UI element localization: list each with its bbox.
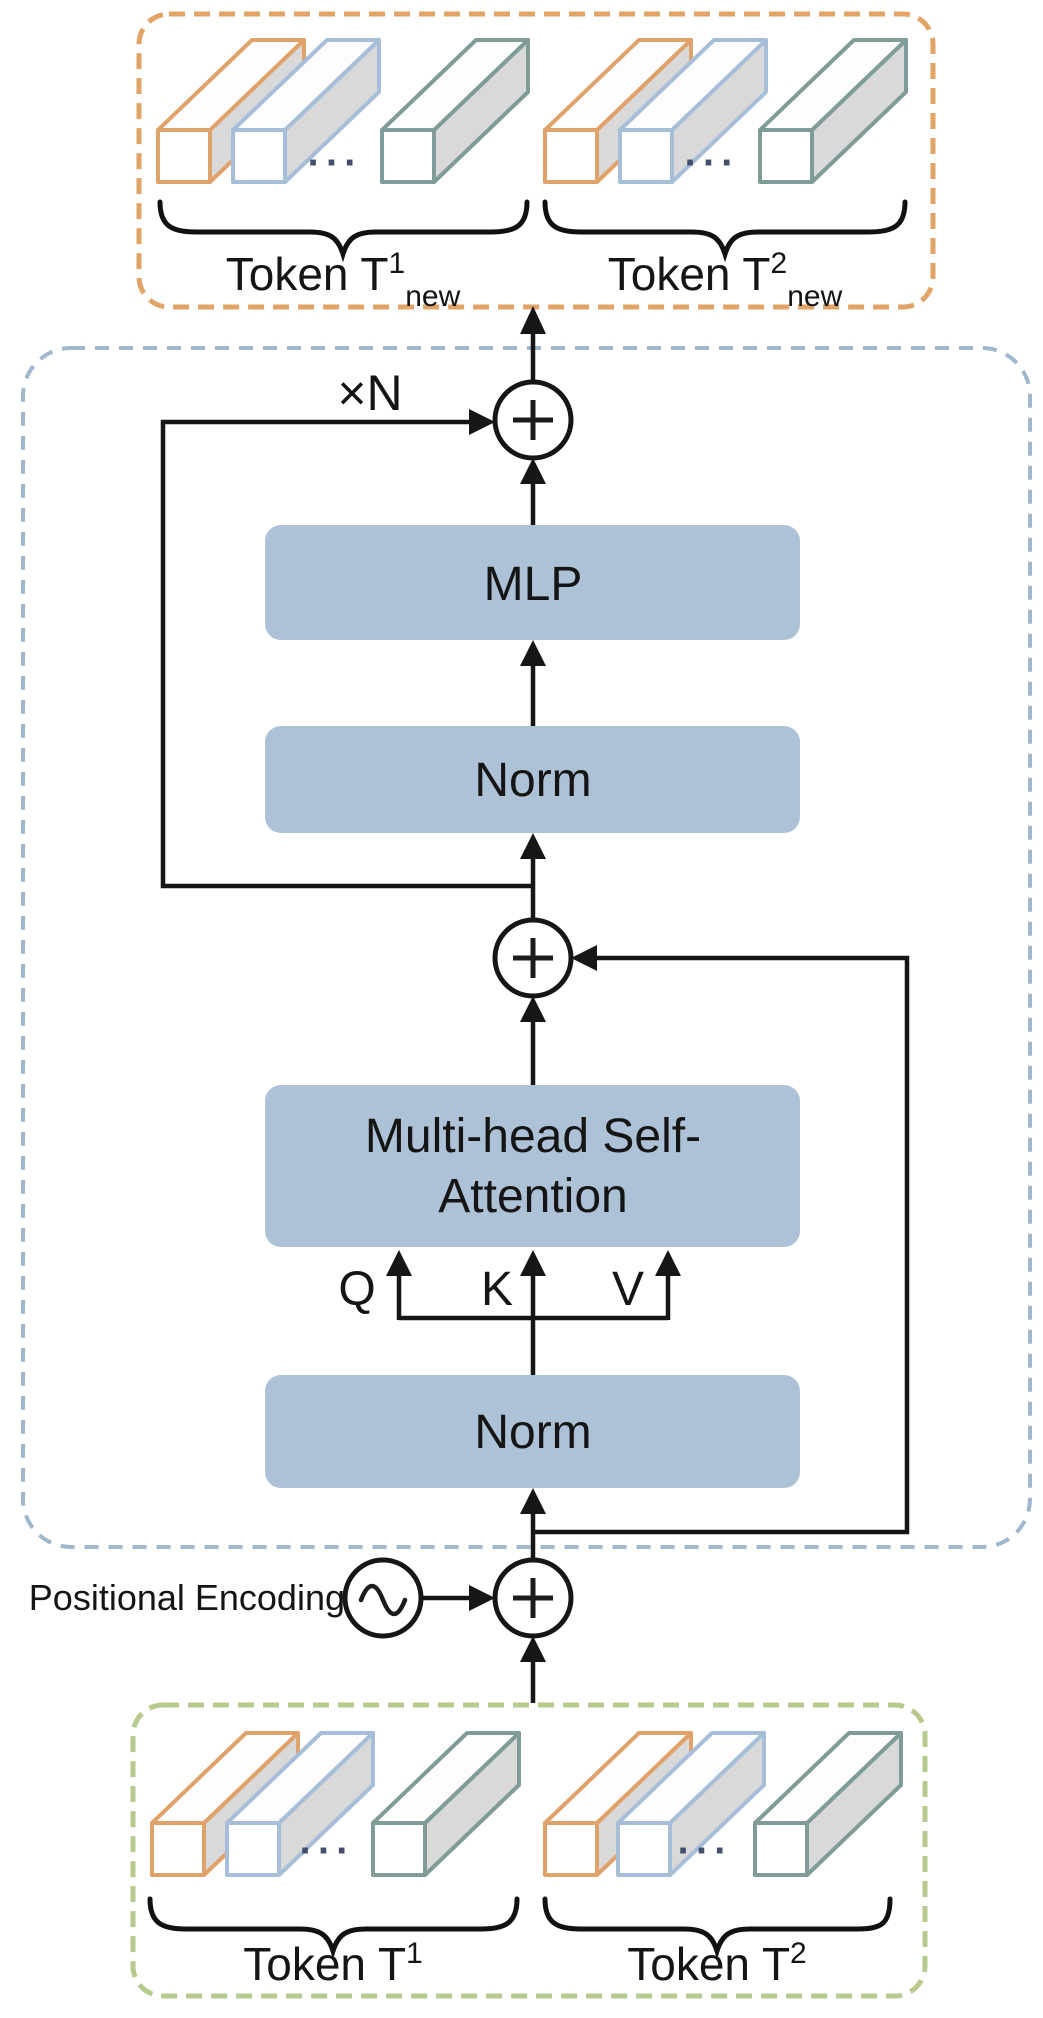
arrowhead: [571, 945, 597, 971]
residual-left-line: [160, 419, 533, 889]
token-bar-teal: [380, 38, 530, 184]
residual-right-line: [533, 955, 910, 1535]
add-circle-positional: [492, 1557, 574, 1639]
msa-block: [265, 1085, 800, 1247]
brace: [542, 1896, 893, 1960]
ellipsis: ···: [300, 1829, 355, 1873]
norm-bottom-label: Norm: [474, 1406, 591, 1459]
mlp-block: [265, 525, 800, 640]
output-token-label-2: Token T2new: [608, 247, 843, 313]
encoder-box: ×N MLP Norm: [21, 306, 1032, 1560]
add-circle-middle: [492, 917, 574, 999]
arrowhead: [469, 1585, 495, 1611]
output-token-group-1: ··· Token T1new: [156, 38, 530, 313]
token-bar-teal: [753, 1731, 903, 1877]
arrowhead: [520, 458, 546, 484]
encoder-box-border: [21, 346, 1032, 1549]
msa-label-line2: Attention: [438, 1170, 627, 1223]
arrowhead: [520, 833, 546, 859]
norm-top-block: [265, 726, 800, 833]
arrowhead: [386, 1250, 412, 1276]
v-label: V: [612, 1263, 644, 1316]
token-bar-teal: [758, 38, 908, 184]
ellipsis: ···: [685, 141, 740, 185]
k-label: K: [481, 1263, 513, 1316]
arrowhead: [520, 640, 546, 666]
input-token-box: ··· Token T1 ··· Token T2: [130, 1702, 928, 1999]
token-bar-teal: [371, 1731, 521, 1877]
arrowhead: [520, 306, 546, 334]
sine-circle-icon: [342, 1557, 424, 1639]
repeat-label: ×N: [337, 365, 402, 421]
brace: [147, 1896, 520, 1960]
output-token-group-2: ··· Token T2new: [542, 38, 908, 313]
positional-encoding-label: Positional Encoding: [29, 1577, 345, 1618]
arrowhead: [520, 1250, 546, 1276]
arrowhead: [520, 996, 546, 1022]
positional-encoding-row: Positional Encoding: [29, 1557, 574, 1703]
input-token-label-1: Token T1: [243, 1937, 422, 1990]
ellipsis: ···: [308, 141, 363, 185]
output-token-box: ··· Token T1new ··· Token T2new: [136, 11, 936, 313]
input-token-group-2: ··· Token T2: [542, 1731, 903, 1990]
arrowhead: [520, 1636, 546, 1662]
brace: [157, 199, 530, 263]
output-token-label-1: Token T1new: [226, 247, 461, 313]
input-token-label-2: Token T2: [627, 1937, 806, 1990]
norm-top-label: Norm: [474, 754, 591, 807]
brace: [542, 199, 908, 263]
add-circle-top: [492, 379, 574, 461]
arrowhead: [520, 1488, 546, 1514]
output-box-border: [136, 11, 936, 310]
input-box-border: [130, 1702, 928, 1999]
ellipsis: ···: [678, 1829, 733, 1873]
mlp-label: MLP: [484, 558, 583, 611]
qkv-fanin: Q K V: [338, 1250, 681, 1375]
arrowhead: [469, 409, 495, 435]
input-token-group-1: ··· Token T1: [147, 1731, 521, 1990]
msa-label-line1: Multi-head Self-: [365, 1110, 701, 1163]
arrowhead: [655, 1250, 681, 1276]
q-label: Q: [338, 1263, 375, 1316]
norm-bottom-block: [265, 1375, 800, 1488]
